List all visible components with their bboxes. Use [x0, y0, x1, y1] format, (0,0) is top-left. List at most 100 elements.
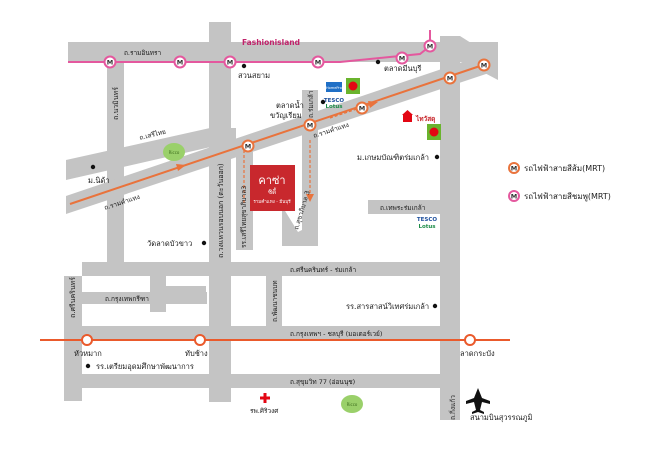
label-thep-romklao: ถ.เทพระร่มเกล้า — [380, 204, 426, 212]
legend-orange-label: รถไฟฟ้าสายสีส้ม(MRT) — [524, 164, 605, 173]
svg-text:TESCO: TESCO — [324, 98, 345, 104]
label-nida: ม.นิด้า — [88, 176, 110, 185]
project-name: คาซ่า — [258, 174, 285, 187]
road-motorway — [82, 326, 460, 340]
svg-text:M: M — [315, 59, 321, 67]
label-hua-mak: หัวหมาก — [74, 349, 102, 358]
road-srinakharin-romklao — [82, 262, 442, 276]
station-orange-3: M — [355, 101, 369, 115]
thai-watsadu-logo: ไทวัสดุ — [402, 110, 435, 123]
label-suvarnabhumi: สนามบินสุวรรณภูมิ — [470, 413, 532, 422]
airplane-icon — [466, 388, 490, 414]
label-soi-seri: รร.เสรีไทยสุขาภิบาล3 — [240, 186, 248, 248]
label-talat-minburi: ตลาดมีนบุรี — [384, 64, 421, 73]
svg-text:M: M — [511, 165, 517, 173]
road-sukhaphiban3 — [282, 188, 318, 246]
svg-text:M: M — [511, 193, 517, 201]
svg-text:M: M — [427, 43, 433, 51]
big-c-logo-top2 — [356, 68, 370, 84]
label-suan-siam: สวนสยาม — [238, 71, 270, 80]
dot-khwan-riam — [320, 99, 326, 105]
label-srinakharin-romklao: ถ.ศรีนครินทร์ - ร่มเกล้า — [290, 266, 357, 274]
project-marker: คาซ่า ซิตี้ รามคำแหง - มีนบุรี — [250, 165, 295, 211]
legend-pink: M รถไฟฟ้าสายสีชมพู(MRT) — [508, 190, 611, 202]
svg-text:M: M — [227, 59, 233, 67]
svg-text:M: M — [481, 62, 487, 70]
project-sub: ซิตี้ — [268, 186, 277, 196]
svg-text:Ricco: Ricco — [347, 402, 358, 407]
svg-text:HomePro: HomePro — [326, 86, 342, 90]
svg-text:M: M — [107, 59, 113, 67]
dot-wat-lat-bua-khao — [201, 240, 207, 246]
label-kasem-bundit: ม.เกษมบัณฑิตร่มเกล้า — [357, 153, 429, 162]
green-blob-2: Ricco — [341, 395, 363, 413]
svg-text:M: M — [307, 122, 313, 130]
road-pattanakarn — [266, 276, 282, 326]
svg-text:M: M — [359, 105, 365, 113]
road-srinakharin — [64, 276, 82, 401]
road-sukhumvit77 — [82, 374, 442, 388]
road-kingkaew — [440, 36, 460, 420]
road-outer-ring — [209, 22, 231, 402]
road-kritha-loop — [150, 276, 206, 312]
fashion-island-logo: Fashionisland — [242, 38, 300, 47]
dot-triam-udom — [85, 363, 91, 369]
legend-pink-label: รถไฟฟ้าสายสีชมพู(MRT) — [524, 192, 611, 202]
legend: M รถไฟฟ้าสายสีส้ม(MRT) M รถไฟฟ้าสายสีชมพ… — [508, 162, 611, 202]
label-sukhumvit77: ถ.สุขุมวิท 77 (อ่อนนุช) — [290, 378, 355, 386]
label-lat-krabang: ลาดกระบัง — [460, 349, 495, 358]
svg-text:Ricco: Ricco — [169, 150, 180, 155]
station-pink-2: M — [173, 55, 187, 69]
station-pink-6: M — [423, 39, 437, 53]
dot-nida — [90, 164, 96, 170]
tesco-lotus-bottom: TESCO Lotus — [417, 217, 438, 230]
station-pink-1: M — [103, 55, 117, 69]
svg-text:Lotus: Lotus — [418, 224, 436, 230]
dot-sarasas — [432, 303, 438, 309]
label-romklao: ถ.ร่มเกล้า — [307, 90, 315, 118]
station-pink-5: M — [395, 51, 409, 65]
station-lat-krabang — [464, 334, 476, 346]
dot-minburi — [375, 59, 381, 65]
label-talat-nam: ตลาดน้ำ — [276, 100, 304, 110]
label-triam-udom: รร.เตรียมอุดมศึกษาพัฒนาการ — [96, 362, 194, 371]
station-pink-3: M — [223, 55, 237, 69]
green-blob-1: Ricco — [163, 143, 185, 161]
hospital-icon — [260, 393, 270, 403]
svg-text:M: M — [399, 55, 405, 63]
project-box — [250, 165, 295, 211]
station-orange-4: M — [443, 71, 457, 85]
station-pink-4: M — [311, 55, 325, 69]
label-wat-lat-bua-khao: วัดลาดบัวขาว — [147, 239, 192, 248]
svg-text:TESCO: TESCO — [417, 217, 438, 223]
label-ram-intra: ถ.รามอินทรา — [124, 49, 162, 57]
station-orange-1: M — [241, 139, 255, 153]
label-khwan-riam: ขวัญเรียม — [270, 111, 302, 120]
station-orange-2: M — [303, 118, 317, 132]
station-orange-5: M — [477, 58, 491, 72]
dot-suan-siam — [241, 63, 247, 69]
label-thap-chang: ทับช้าง — [185, 349, 208, 358]
svg-text:Lotus: Lotus — [325, 104, 343, 110]
label-motorway: ถ.กรุงเทพฯ - ชลบุรี (มอเตอร์เวย์) — [290, 330, 382, 338]
label-outer-ring: ถ.วงแหวนรอบนอก (ตะวันออก) — [217, 163, 225, 258]
label-nawamin: ถ.นวมินทร์ — [112, 87, 120, 120]
road-romklao — [368, 200, 444, 214]
project-tagline: รามคำแหง - มีนบุรี — [253, 198, 291, 205]
label-srinakharin: ถ.ศรีนครินทร์ — [69, 277, 77, 318]
label-krungthep-kritha: ถ.กรุงเทพกรีฑา — [105, 295, 149, 303]
tesco-lotus-top: TESCO Lotus — [324, 98, 345, 110]
mrt-stations: M M M M M M M M M M M — [103, 39, 491, 153]
road-seri-thai — [66, 128, 236, 180]
dot-kasem-bundit — [434, 154, 440, 160]
legend-orange: M รถไฟฟ้าสายสีส้ม(MRT) — [508, 162, 605, 174]
svg-text:M: M — [447, 75, 453, 83]
svg-text:M: M — [177, 59, 183, 67]
station-hua-mak — [81, 334, 93, 346]
label-sikarin: รพ.ศิริวงศ — [250, 407, 279, 415]
big-c-logo-right — [427, 124, 441, 140]
station-thap-chang — [194, 334, 206, 346]
svg-text:ไทวัสดุ: ไทวัสดุ — [415, 114, 435, 123]
direction-arrows — [117, 101, 378, 205]
